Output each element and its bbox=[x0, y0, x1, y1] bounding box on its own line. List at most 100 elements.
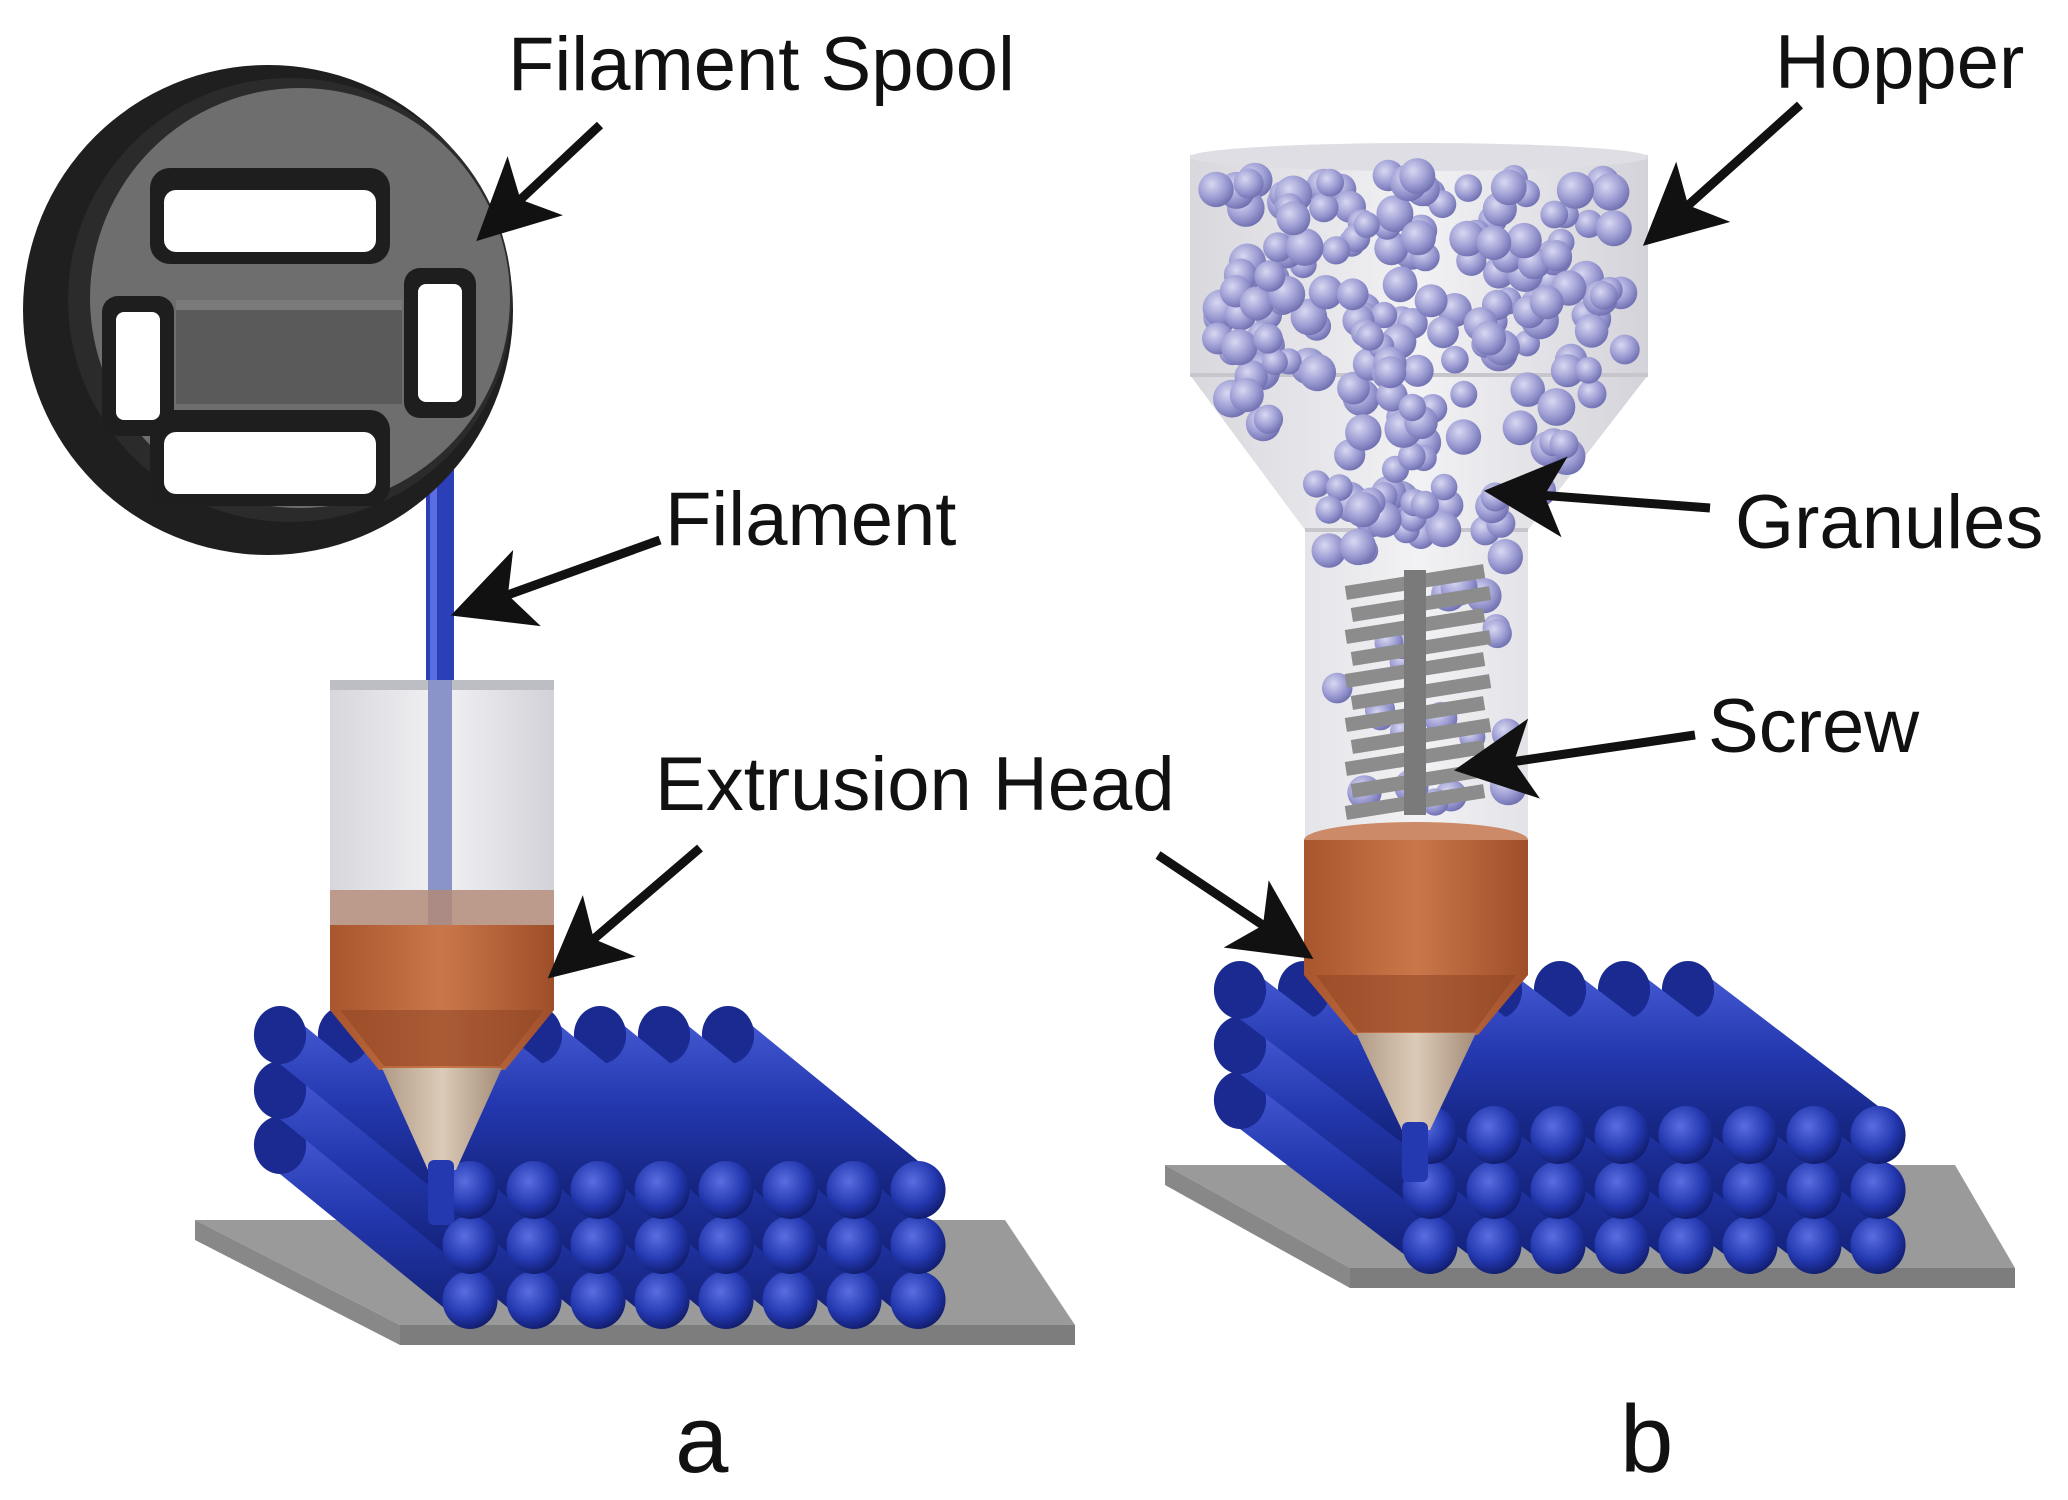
granule bbox=[1302, 470, 1331, 498]
granule bbox=[1502, 410, 1538, 446]
granule bbox=[1399, 158, 1436, 195]
granule bbox=[1263, 232, 1293, 262]
granule bbox=[1556, 171, 1594, 209]
granule bbox=[1337, 371, 1370, 405]
granule bbox=[1345, 414, 1382, 451]
granule bbox=[1450, 380, 1478, 408]
nozzle-tip-b bbox=[1356, 1033, 1476, 1130]
granule bbox=[1221, 329, 1258, 366]
granule bbox=[1239, 286, 1274, 321]
hopper bbox=[1190, 143, 1648, 860]
panel-label-b: b bbox=[1620, 1386, 1673, 1493]
granule bbox=[1397, 442, 1426, 471]
granule bbox=[1382, 267, 1418, 303]
granule bbox=[1414, 284, 1448, 318]
granule bbox=[1510, 372, 1545, 407]
granule bbox=[1398, 393, 1427, 422]
arrow-filament bbox=[450, 535, 662, 627]
granule bbox=[1229, 378, 1264, 413]
granule bbox=[1591, 173, 1630, 211]
granule bbox=[1309, 192, 1339, 223]
granule bbox=[1321, 236, 1351, 265]
granule bbox=[1315, 496, 1343, 524]
panel-label-a: a bbox=[675, 1386, 729, 1493]
filament-spool bbox=[23, 65, 513, 555]
granule bbox=[1198, 171, 1234, 208]
extruded-strand-b bbox=[1402, 1122, 1428, 1182]
granule bbox=[1574, 314, 1609, 348]
granule bbox=[1506, 222, 1542, 259]
arrow-extrusion-head-a bbox=[547, 844, 703, 979]
granule bbox=[1490, 169, 1527, 206]
screw-shaft bbox=[1404, 570, 1426, 815]
granule bbox=[1400, 220, 1436, 256]
granule bbox=[1353, 211, 1380, 238]
granule bbox=[1325, 474, 1353, 501]
filament-in-head-a bbox=[428, 670, 452, 932]
callout-arrows bbox=[450, 101, 1804, 979]
granule bbox=[1233, 168, 1264, 199]
granule bbox=[1376, 195, 1414, 233]
label-extrusion-head: Extrusion Head bbox=[655, 742, 1175, 827]
granule bbox=[1316, 168, 1344, 197]
granule bbox=[1609, 334, 1640, 365]
build-plate-a-edge bbox=[400, 1325, 1075, 1345]
panel-b bbox=[1165, 143, 2015, 1288]
screw bbox=[1344, 564, 1492, 820]
granule bbox=[1374, 356, 1407, 389]
bead bbox=[253, 1006, 498, 1219]
granule bbox=[1261, 349, 1288, 376]
granule bbox=[1374, 231, 1409, 266]
granule bbox=[1285, 228, 1324, 266]
granule bbox=[1426, 512, 1462, 548]
label-filament: Filament bbox=[665, 477, 956, 562]
granule bbox=[1308, 275, 1344, 310]
granule bbox=[1298, 353, 1337, 392]
granule bbox=[1491, 718, 1523, 750]
labels: Filament Spool Filament Extrusion Head H… bbox=[508, 20, 2043, 1493]
granule bbox=[1401, 354, 1434, 387]
granule bbox=[1254, 260, 1286, 292]
granule bbox=[1336, 278, 1369, 311]
granule bbox=[1290, 298, 1328, 336]
granule bbox=[1339, 528, 1377, 566]
label-screw: Screw bbox=[1708, 684, 1920, 769]
extruded-strand-a bbox=[428, 1160, 454, 1225]
granule bbox=[1253, 404, 1284, 434]
granule bbox=[1445, 419, 1482, 455]
granule bbox=[1311, 533, 1347, 568]
granule bbox=[1370, 301, 1398, 329]
granule bbox=[1476, 225, 1512, 261]
arrow-granules bbox=[1483, 456, 1711, 538]
extrusion-head-a bbox=[330, 670, 554, 1225]
granule bbox=[1454, 174, 1483, 202]
arrow-extrusion-head-b bbox=[1155, 851, 1314, 960]
bead bbox=[701, 1006, 946, 1219]
panel-a bbox=[23, 65, 1075, 1345]
granule bbox=[1427, 316, 1459, 349]
granule bbox=[1430, 473, 1458, 501]
granule bbox=[1276, 201, 1311, 236]
granule bbox=[1540, 240, 1572, 272]
arrow-hopper bbox=[1642, 101, 1804, 246]
granule bbox=[1321, 672, 1353, 704]
arrow-filament-spool bbox=[476, 121, 604, 242]
bead bbox=[253, 1061, 498, 1274]
granule bbox=[1550, 354, 1584, 388]
granule bbox=[1537, 388, 1576, 426]
printed-layers-b bbox=[1213, 961, 1906, 1274]
extrusion-head-b bbox=[1304, 822, 1528, 1182]
granule bbox=[1595, 210, 1632, 247]
granule bbox=[1449, 220, 1486, 257]
granule bbox=[1540, 200, 1569, 229]
granule bbox=[1441, 345, 1469, 374]
granule bbox=[1577, 379, 1607, 409]
granule bbox=[1574, 209, 1603, 238]
granule bbox=[1356, 322, 1384, 351]
arrow-screw bbox=[1453, 718, 1696, 799]
nozzle-tip-a bbox=[382, 1068, 502, 1170]
granule bbox=[1529, 285, 1564, 320]
granule bbox=[1589, 282, 1618, 310]
label-hopper: Hopper bbox=[1775, 20, 2024, 105]
